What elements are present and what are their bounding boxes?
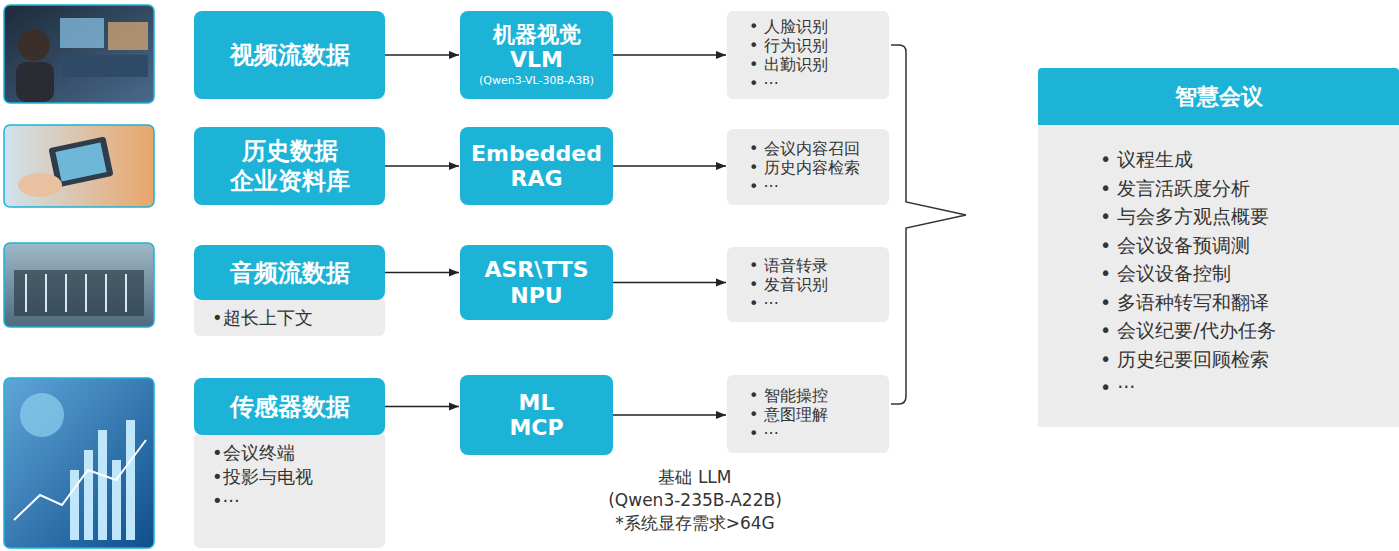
engine-box: ASR\TTS NPU xyxy=(460,245,613,320)
node-title: ASR\TTS NPU xyxy=(483,257,591,308)
node-title: • 人脸识别 xyxy=(749,17,879,36)
node-title: • 会议内容召回 xyxy=(749,139,879,158)
flow-arrow xyxy=(385,272,459,274)
node-title: 历史数据 企业资料库 xyxy=(228,136,351,196)
node-text: • 会议纪要/代办任务 xyxy=(1100,316,1389,345)
node-text: • ··· xyxy=(1100,373,1389,402)
source-note: •会议终端•投影与电视•··· xyxy=(194,435,385,548)
source-box: 音频流数据 xyxy=(194,245,385,300)
node-text: • 多语种转写和翻译 xyxy=(1100,288,1389,317)
node-title: •超长上下文 xyxy=(212,306,375,330)
node-text: • ··· xyxy=(749,424,879,443)
engine-box: Embedded RAG xyxy=(460,127,613,205)
engine-box: ML MCP xyxy=(460,375,613,455)
node-text: • 历史内容检索 xyxy=(749,158,879,177)
node-title: ML MCP xyxy=(508,390,566,441)
flow-arrow xyxy=(613,54,726,56)
source-box: 视频流数据 xyxy=(194,11,385,99)
flow-arrow xyxy=(613,282,726,284)
capability-list: • 智能操控• 意图理解• ··· xyxy=(727,375,889,453)
node-text: • 会议设备预调测 xyxy=(1100,231,1389,260)
flow-arrow xyxy=(613,414,726,416)
node-title: 机器视觉 VLM xyxy=(491,22,582,73)
node-title: 传感器数据 xyxy=(230,392,350,422)
node-title: • 议程生成 xyxy=(1100,145,1389,174)
node-text: • 意图理解 xyxy=(749,405,879,424)
video-photo xyxy=(4,5,154,103)
mixer-photo xyxy=(4,243,154,327)
source-note: •超长上下文 xyxy=(194,300,385,336)
node-text: • ··· xyxy=(749,294,879,313)
node-title: 音频流数据 xyxy=(230,258,350,288)
chart-photo xyxy=(4,378,154,548)
flow-arrow xyxy=(385,165,459,167)
capability-list: • 人脸识别• 行为识别• 出勤识别• ··· xyxy=(727,11,889,99)
node-text: • 发言活跃度分析 xyxy=(1100,174,1389,203)
node-title: • 智能操控 xyxy=(749,386,879,405)
node-text: • 与会多方观点概要 xyxy=(1100,202,1389,231)
node-title: • 语音转录 xyxy=(749,256,879,275)
result-header: 智慧会议 xyxy=(1038,68,1399,125)
note-label: *系统显存需求>64G xyxy=(545,512,845,534)
node-text: •··· xyxy=(212,489,375,513)
node-text: •投影与电视 xyxy=(212,465,375,489)
node-text: • 会议设备控制 xyxy=(1100,259,1389,288)
flow-arrow xyxy=(385,406,459,408)
node-title: Embedded RAG xyxy=(470,141,604,192)
node-text: • 行为识别 xyxy=(749,36,879,55)
node-text: • 历史纪要回顾检索 xyxy=(1100,345,1389,374)
node-title: •会议终端 xyxy=(212,441,375,465)
node-title: 智慧会议 xyxy=(1175,82,1263,112)
flow-arrow xyxy=(613,165,726,167)
capability-list: • 会议内容召回• 历史内容检索• ··· xyxy=(727,129,889,205)
node-text: • ··· xyxy=(749,74,879,93)
node-text: • 出勤识别 xyxy=(749,55,879,74)
tablet-photo xyxy=(4,125,154,207)
engine-box: 机器视觉 VLM(Qwen3-VL-30B-A3B) xyxy=(460,11,613,99)
node-text: (Qwen3-VL-30B-A3B) xyxy=(479,74,594,88)
node-text: • 发音识别 xyxy=(749,275,879,294)
note-label: (Qwen3-235B-A22B) xyxy=(545,489,845,511)
merge-bracket xyxy=(891,45,966,404)
flow-arrow xyxy=(385,54,459,56)
result-panel: • 议程生成• 发言活跃度分析• 与会多方观点概要• 会议设备预调测• 会议设备… xyxy=(1038,125,1399,427)
note-label: 基础 LLM xyxy=(545,466,845,488)
capability-list: • 语音转录• 发音识别• ··· xyxy=(727,247,889,322)
source-box: 历史数据 企业资料库 xyxy=(194,127,385,205)
source-box: 传感器数据 xyxy=(194,378,385,435)
node-text: • ··· xyxy=(749,177,879,196)
node-title: 视频流数据 xyxy=(230,40,350,70)
